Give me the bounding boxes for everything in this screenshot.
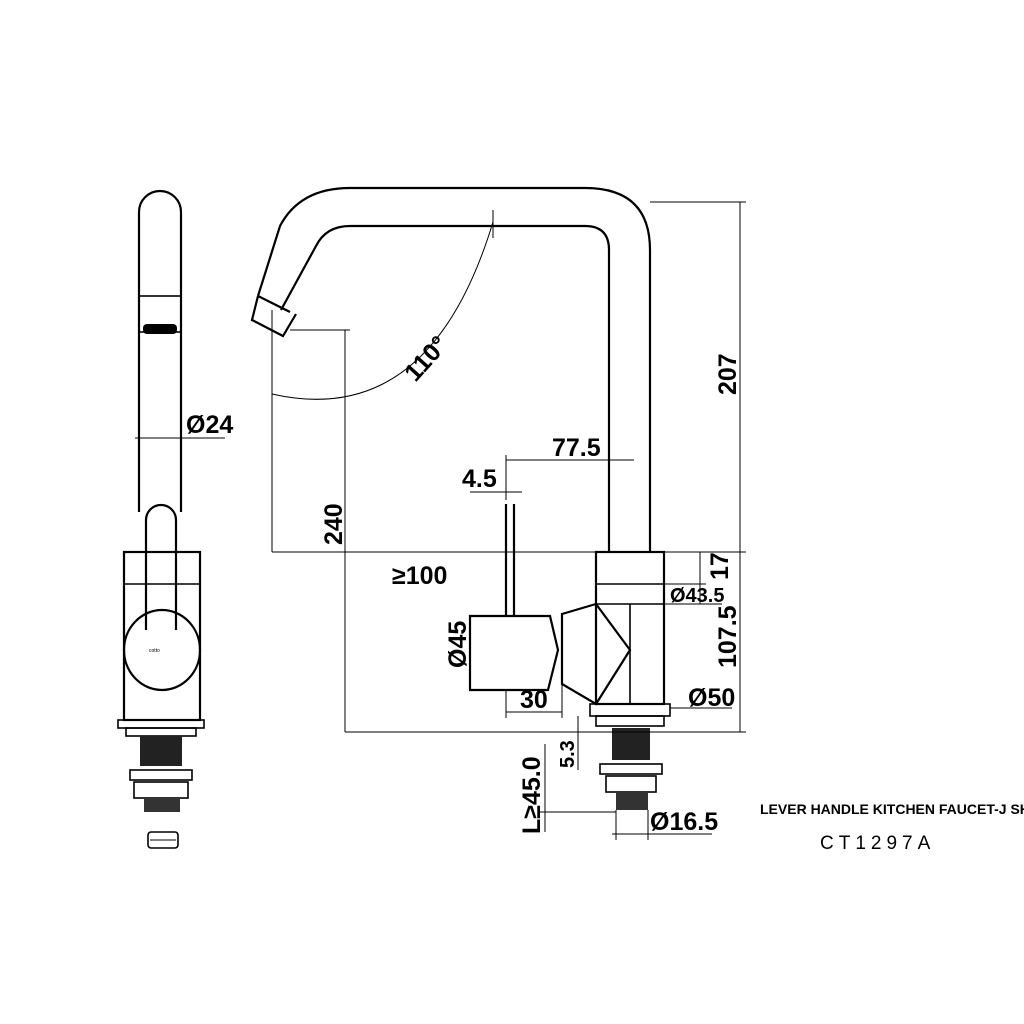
- side-washer: [129, 769, 193, 781]
- side-handle-cap: [122, 608, 202, 692]
- dim-body-diameter: Ø43.5: [670, 585, 724, 607]
- drawing-title: LEVER HANDLE KITCHEN FAUCET-J SH: [760, 801, 1024, 817]
- swivel-arc: [271, 221, 494, 400]
- side-spout-tube: [137, 189, 183, 512]
- side-diameter-label: Ø24: [186, 411, 233, 439]
- dim-body-height: 107.5: [714, 605, 742, 668]
- side-hex-nut: [133, 781, 189, 799]
- dim-lever-thickness: 4.5: [462, 465, 497, 493]
- dim-base-diameter: Ø50: [688, 684, 735, 712]
- side-shank-nut: [140, 736, 182, 766]
- dim-spout-height: 207: [714, 353, 742, 395]
- side-aerator-mesh: [143, 324, 177, 334]
- spout-tip: [250, 295, 297, 338]
- brand-logo: cotto: [149, 648, 160, 654]
- spout-inner: [256, 186, 652, 552]
- side-lever: [144, 503, 178, 630]
- front-thread: [616, 792, 648, 810]
- front-shank-nut: [612, 728, 650, 760]
- side-body: [122, 550, 202, 722]
- model-code: CT1297A: [820, 833, 935, 854]
- lever-handle: [468, 614, 560, 692]
- front-view: 110° 207 77.5 4.5 240: [250, 186, 746, 840]
- spout-tip-edge: [257, 295, 291, 313]
- front-hex-nut: [605, 775, 657, 793]
- side-thread: [144, 798, 180, 812]
- base-ring: [595, 715, 665, 727]
- dim-body-top: 17: [706, 552, 734, 580]
- dim-shank-length: L≥45.0: [518, 756, 546, 834]
- base-plate: [589, 703, 671, 717]
- dim-base-gap: 5.3: [557, 740, 579, 768]
- dim-overall-height: 240: [320, 503, 348, 545]
- side-base-plate: [117, 719, 205, 729]
- dim-shank-diameter: Ø16.5: [650, 808, 718, 836]
- front-washer: [599, 763, 663, 775]
- swivel-angle-label: 110°: [399, 331, 453, 387]
- side-view: Ø24 cotto: [117, 189, 233, 849]
- dim-spout-reach: 77.5: [552, 434, 601, 462]
- lever-cone: [560, 602, 632, 706]
- dim-handle-length: 30: [520, 686, 548, 714]
- dim-min-clearance: ≥100: [392, 562, 447, 590]
- side-hose-end: [147, 831, 179, 849]
- side-base-ring: [125, 727, 197, 737]
- spout-outer: [280, 224, 611, 552]
- dim-handle-diameter: Ø45: [444, 621, 472, 668]
